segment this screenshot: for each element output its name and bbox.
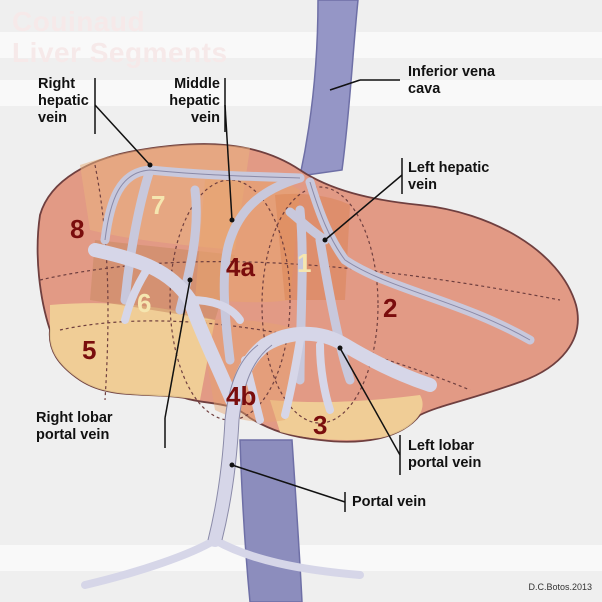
segment-8-number: 8: [70, 214, 85, 244]
segment-2-number: 2: [383, 293, 398, 323]
label-right-hepatic-vein: Right hepatic vein: [38, 76, 89, 126]
segment-5-region: [49, 303, 215, 400]
segment-3-region: [270, 395, 423, 440]
segment-5-number: 5: [82, 335, 97, 365]
label-inferior-vena-cava: Inferior vena cava: [408, 64, 496, 97]
leader-lines: [94, 78, 403, 512]
background-band: [0, 32, 602, 58]
segment-7-number: 7: [151, 190, 166, 220]
inferior-vena-cava: [299, 0, 359, 177]
label-middle-hepatic-vein: Middle hepatic vein: [169, 76, 220, 126]
label-right-lobar-portal-vein: Right lobar portal vein: [36, 410, 113, 443]
segment-4a-number: 4a: [226, 252, 255, 282]
label-portal-vein: Portal vein: [352, 494, 427, 510]
segment-6-number: 6: [137, 288, 152, 318]
hepatic-vein-edges: [104, 169, 531, 341]
title-line-1: Couinaud: [12, 6, 146, 37]
label-left-hepatic-vein: Left hepatic vein: [408, 160, 490, 193]
label-left-lobar-portal-vein: Left lobar portal vein: [408, 438, 482, 471]
portal-vein-branches: [81, 261, 364, 589]
diagram-title: Couinaud Liver Segments: [12, 6, 228, 68]
segment-3-number: 3: [313, 410, 328, 440]
title-line-2: Liver Segments: [12, 37, 228, 68]
inferior-vena-cava-lower: [239, 439, 303, 602]
segment-4b-number: 4b: [226, 381, 257, 411]
leader-dots: [147, 162, 343, 468]
background-band: [0, 80, 602, 106]
credit-text: D.C.Botos.2013: [528, 582, 592, 592]
portal-vein-edges: [207, 344, 273, 541]
segment-1-number: 1: [297, 248, 312, 278]
